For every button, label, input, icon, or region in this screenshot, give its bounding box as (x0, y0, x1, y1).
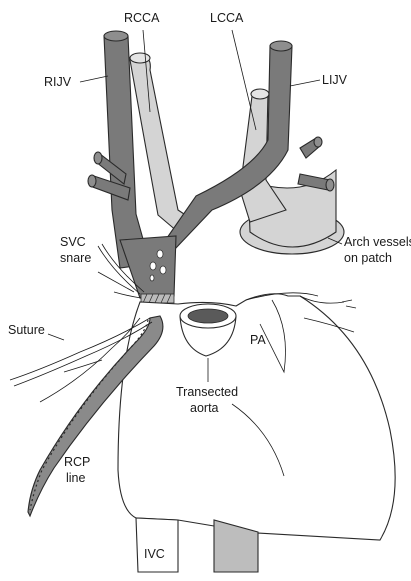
label-rijv: RIJV (44, 75, 72, 89)
label-arch-vessels: Arch vessels (344, 235, 411, 249)
label-rcp: RCP (64, 455, 90, 469)
venous-tree (88, 31, 334, 298)
rcca-vessel (130, 54, 196, 232)
label-pa: PA (250, 333, 266, 347)
label-lcca: LCCA (210, 11, 244, 25)
svc-snare-band (141, 294, 174, 303)
ivc-vessel (136, 518, 178, 572)
label-snare: snare (60, 251, 91, 265)
label-transected: Transected (176, 385, 238, 399)
label-ivc: IVC (144, 547, 165, 561)
label-rcca: RCCA (124, 11, 160, 25)
label-svc: SVC (60, 235, 86, 249)
label-suture: Suture (8, 323, 45, 337)
label-lijv: LIJV (322, 73, 348, 87)
label-aorta: aorta (190, 401, 219, 415)
label-rcp-line: line (66, 471, 86, 485)
label-on-patch: on patch (344, 251, 392, 265)
